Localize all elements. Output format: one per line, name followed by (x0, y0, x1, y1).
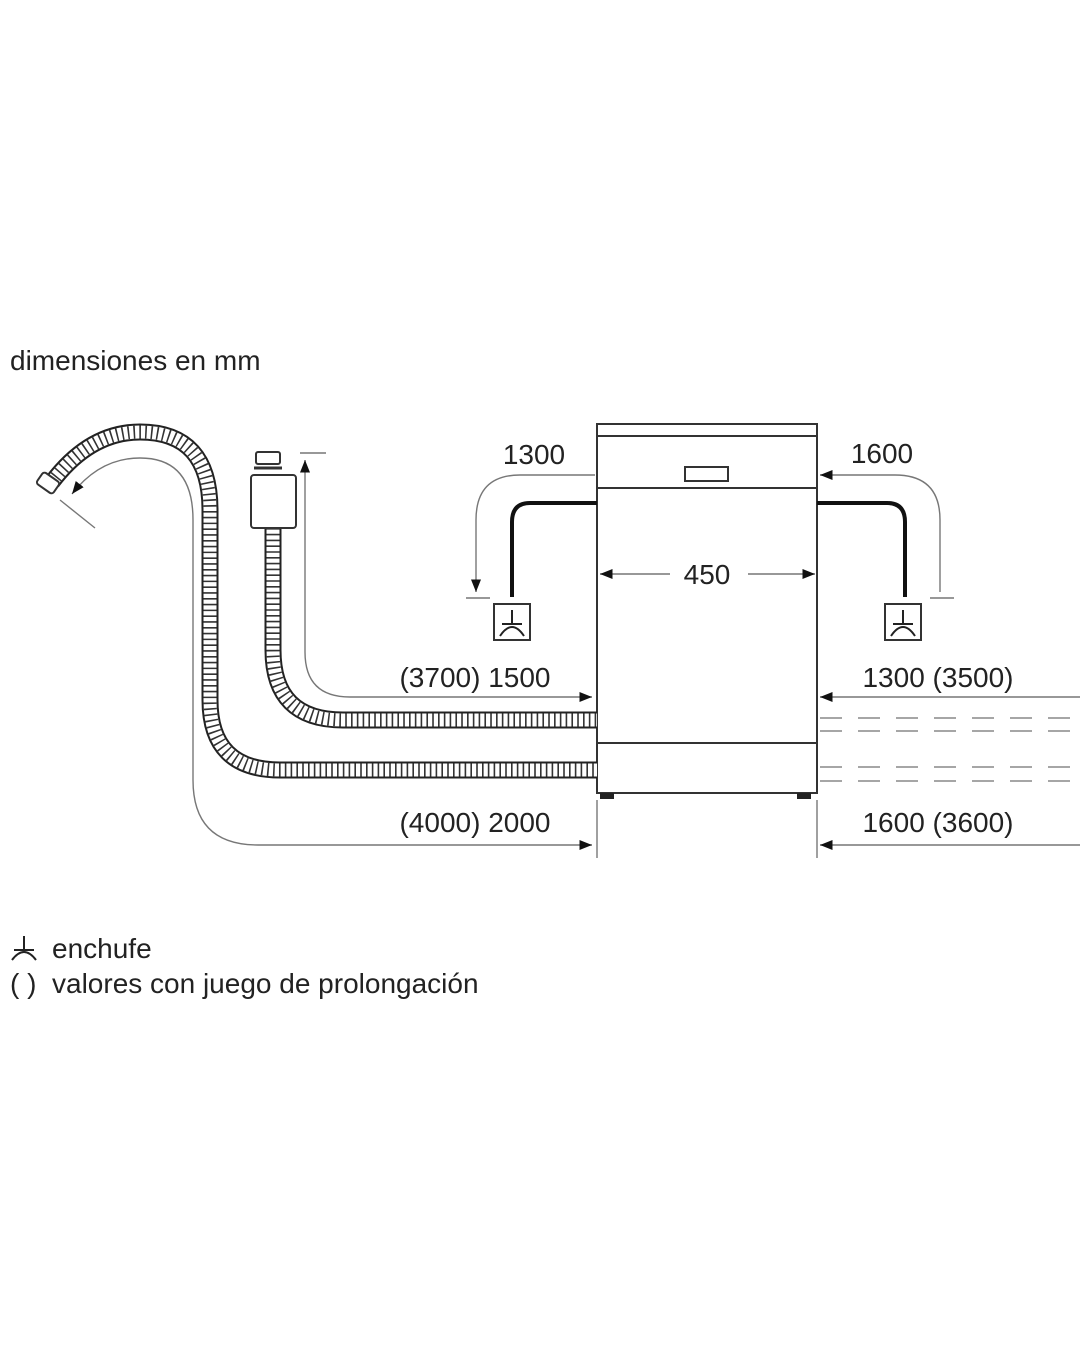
power-cord-left: 1300 (466, 439, 597, 641)
drain-hose: (4000) 2000 (35, 423, 597, 851)
drain-hose-end (35, 471, 61, 495)
drain-left-label: (4000) 2000 (399, 807, 550, 838)
foot-right (797, 793, 811, 799)
width-label: 450 (684, 559, 731, 590)
width-dimension: 450 (600, 559, 815, 590)
inlet-left-label: (3700) 1500 (399, 662, 550, 693)
dishwasher (596, 423, 818, 799)
legend-parens-label: valores con juego de prolongación (52, 968, 479, 999)
legend-parens-symbol: ( ) (10, 968, 36, 999)
display-panel (684, 466, 729, 482)
valve-connector (255, 451, 281, 465)
legend-plug-label: enchufe (52, 933, 152, 964)
plug-symbol-icon (11, 936, 37, 961)
power-cord-right: 1600 (817, 438, 954, 641)
aquastop-valve (250, 474, 297, 529)
foot-left (600, 793, 614, 799)
drain-right-label: 1600 (3600) (862, 807, 1013, 838)
power-right-label: 1600 (851, 438, 913, 469)
inlet-right-label: 1300 (3500) (862, 662, 1013, 693)
inlet-hose: (3700) 1500 (250, 451, 597, 729)
power-left-label: 1300 (503, 439, 565, 470)
right-hose-dimensions: 1300 (3500) 1600 (3600) (820, 662, 1080, 851)
units-note: dimensiones en mm (10, 345, 261, 376)
legend: enchufe ( ) valores con juego de prolong… (10, 933, 479, 999)
